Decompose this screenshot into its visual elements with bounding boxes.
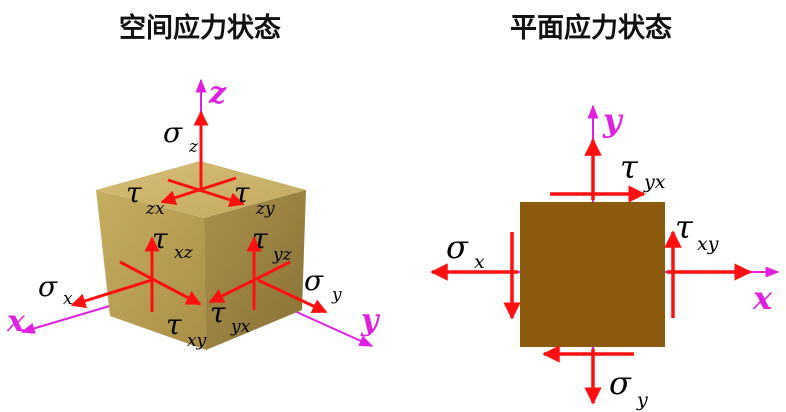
label-tau-xy: τ xy bbox=[166, 308, 207, 351]
spatial-title: 空间应力状态 bbox=[119, 12, 281, 44]
tau-zy-symbol: τ bbox=[234, 176, 250, 209]
tau-xy-symbol: τ bbox=[166, 308, 182, 341]
plane-element-square bbox=[520, 202, 665, 347]
plane-tau-xy-symbol: τ bbox=[675, 208, 694, 246]
sigma-z-symbol: σ bbox=[163, 116, 183, 149]
label-sigma-z: σ z bbox=[163, 116, 199, 157]
plane-diagram: y x τ yx σ x τ xy σ y bbox=[430, 101, 780, 411]
x-axis-label: x bbox=[6, 304, 26, 339]
tau-yx-symbol: τ bbox=[210, 296, 226, 329]
label-tau-yz: τ yz bbox=[252, 222, 293, 265]
tau-xz-sub: xz bbox=[174, 243, 194, 263]
label-tau-yx: τ yx bbox=[210, 296, 251, 337]
tau-zy-sub: zy bbox=[255, 199, 275, 219]
sigma-x-arrow bbox=[70, 278, 153, 309]
plane-sigma-x-symbol: σ bbox=[446, 228, 469, 266]
z-axis-label: z bbox=[208, 76, 227, 111]
y-axis-label: y bbox=[360, 303, 381, 338]
plane-y-axis-label: y bbox=[602, 101, 624, 139]
plane-label-tau-xy: τ xy bbox=[675, 208, 719, 255]
plane-sigma-x-sub: x bbox=[474, 251, 485, 273]
label-tau-zy: τ zy bbox=[234, 176, 275, 219]
tau-xy-arrow bbox=[119, 260, 202, 306]
sigma-y-arrow bbox=[257, 278, 328, 314]
label-tau-zx: τ zx bbox=[126, 176, 165, 219]
plane-title: 平面应力状态 bbox=[510, 12, 672, 44]
plane-x-axis-label: x bbox=[752, 279, 773, 317]
spatial-diagram: z x y σ z τ zx τ zy τ xz bbox=[6, 76, 381, 351]
tau-yx-sub: yx bbox=[230, 317, 251, 337]
sigma-y-symbol: σ bbox=[304, 264, 324, 297]
label-sigma-y: σ y bbox=[304, 264, 342, 305]
plane-label-sigma-y: σ y bbox=[609, 364, 648, 411]
tau-zx-sub: zx bbox=[145, 199, 165, 219]
sigma-x-sub: x bbox=[63, 289, 73, 309]
plane-tau-yx-sub: yx bbox=[643, 171, 666, 193]
tau-xy-sub: xy bbox=[187, 331, 207, 351]
tau-zx-symbol: τ bbox=[126, 176, 142, 209]
tau-yz-symbol: τ bbox=[252, 222, 268, 255]
sigma-y-sub: y bbox=[331, 285, 342, 305]
label-sigma-x: σ x bbox=[38, 270, 73, 309]
tau-yz-sub: yz bbox=[272, 245, 293, 265]
plane-sigma-y-symbol: σ bbox=[609, 364, 632, 402]
plane-label-sigma-x: σ x bbox=[446, 228, 485, 273]
tau-xz-symbol: τ bbox=[152, 222, 168, 255]
tau-yx-arrow bbox=[208, 260, 291, 304]
plane-tau-xy-sub: xy bbox=[697, 233, 719, 255]
sigma-x-symbol: σ bbox=[38, 270, 58, 303]
label-tau-xz: τ xz bbox=[152, 222, 194, 263]
plane-tau-yx-symbol: τ bbox=[620, 148, 639, 186]
plane-label-tau-yx: τ yx bbox=[620, 148, 666, 193]
plane-sigma-y-sub: y bbox=[636, 389, 648, 411]
sigma-z-sub: z bbox=[188, 137, 199, 157]
tau-zy-arrow bbox=[167, 178, 245, 208]
